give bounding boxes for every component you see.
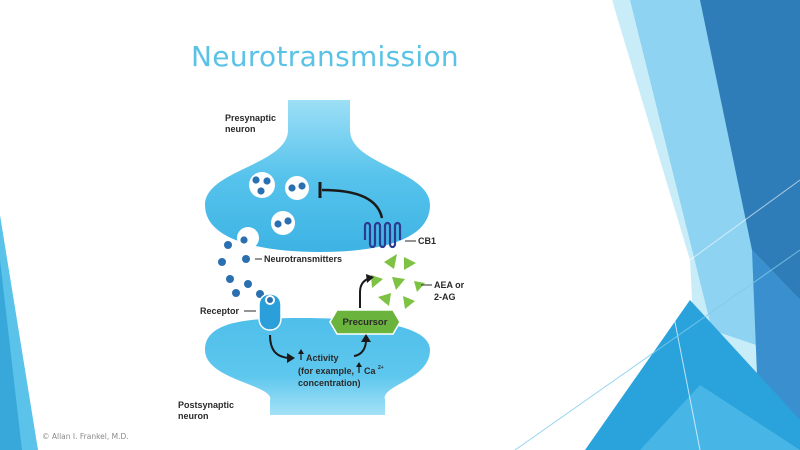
precursor-shape xyxy=(329,309,401,335)
fusing-vesicle xyxy=(237,227,259,249)
receptor-label: Receptor xyxy=(200,306,240,316)
endocannabinoid-ligands xyxy=(371,254,425,309)
receptor xyxy=(258,293,282,331)
right-panel-lower-light xyxy=(640,385,800,450)
presynaptic-label-2: neuron xyxy=(225,124,256,134)
copyright-notice: © Allan I. Frankel, M.D. xyxy=(42,432,129,441)
left-edge-shape-dark xyxy=(0,260,22,450)
cb1-receptor xyxy=(363,221,402,249)
activity-label-2: (for example, xyxy=(298,366,354,376)
presynaptic-terminal xyxy=(205,100,430,252)
postsynaptic-label-1: Postsynaptic xyxy=(178,400,234,410)
cb1-label: CB1 xyxy=(418,236,436,246)
aea-label-2: 2-AG xyxy=(434,292,456,302)
neurotransmitters-label: Neurotransmitters xyxy=(264,254,342,264)
activity-label-3: concentration) xyxy=(298,378,361,388)
postsynaptic-label-2: neuron xyxy=(178,411,209,421)
vesicle xyxy=(285,176,309,200)
presynaptic-label-1: Presynaptic xyxy=(225,113,276,123)
activity-label-ca: Ca xyxy=(364,366,376,376)
activity-label-1: Activity xyxy=(306,353,339,363)
precursor-label: Precursor xyxy=(343,317,388,328)
activity-arrow xyxy=(269,334,290,359)
neurotransmitter-dots xyxy=(218,238,264,298)
vesicle xyxy=(271,211,295,235)
right-panel-dark xyxy=(700,0,800,300)
synapse-diagram: Presynaptic neuron CB1 Neurotransmitters… xyxy=(178,100,465,421)
inhibition-arrow xyxy=(321,188,384,219)
right-panel-lower xyxy=(585,300,800,450)
vesicle xyxy=(249,172,275,198)
precursor-arrow xyxy=(359,277,371,308)
aea-label-1: AEA or xyxy=(434,280,465,290)
activity-label-ca-sup: 2+ xyxy=(378,365,384,371)
slide-title: Neurotransmission xyxy=(191,40,459,73)
postsynaptic-neuron xyxy=(205,318,430,415)
